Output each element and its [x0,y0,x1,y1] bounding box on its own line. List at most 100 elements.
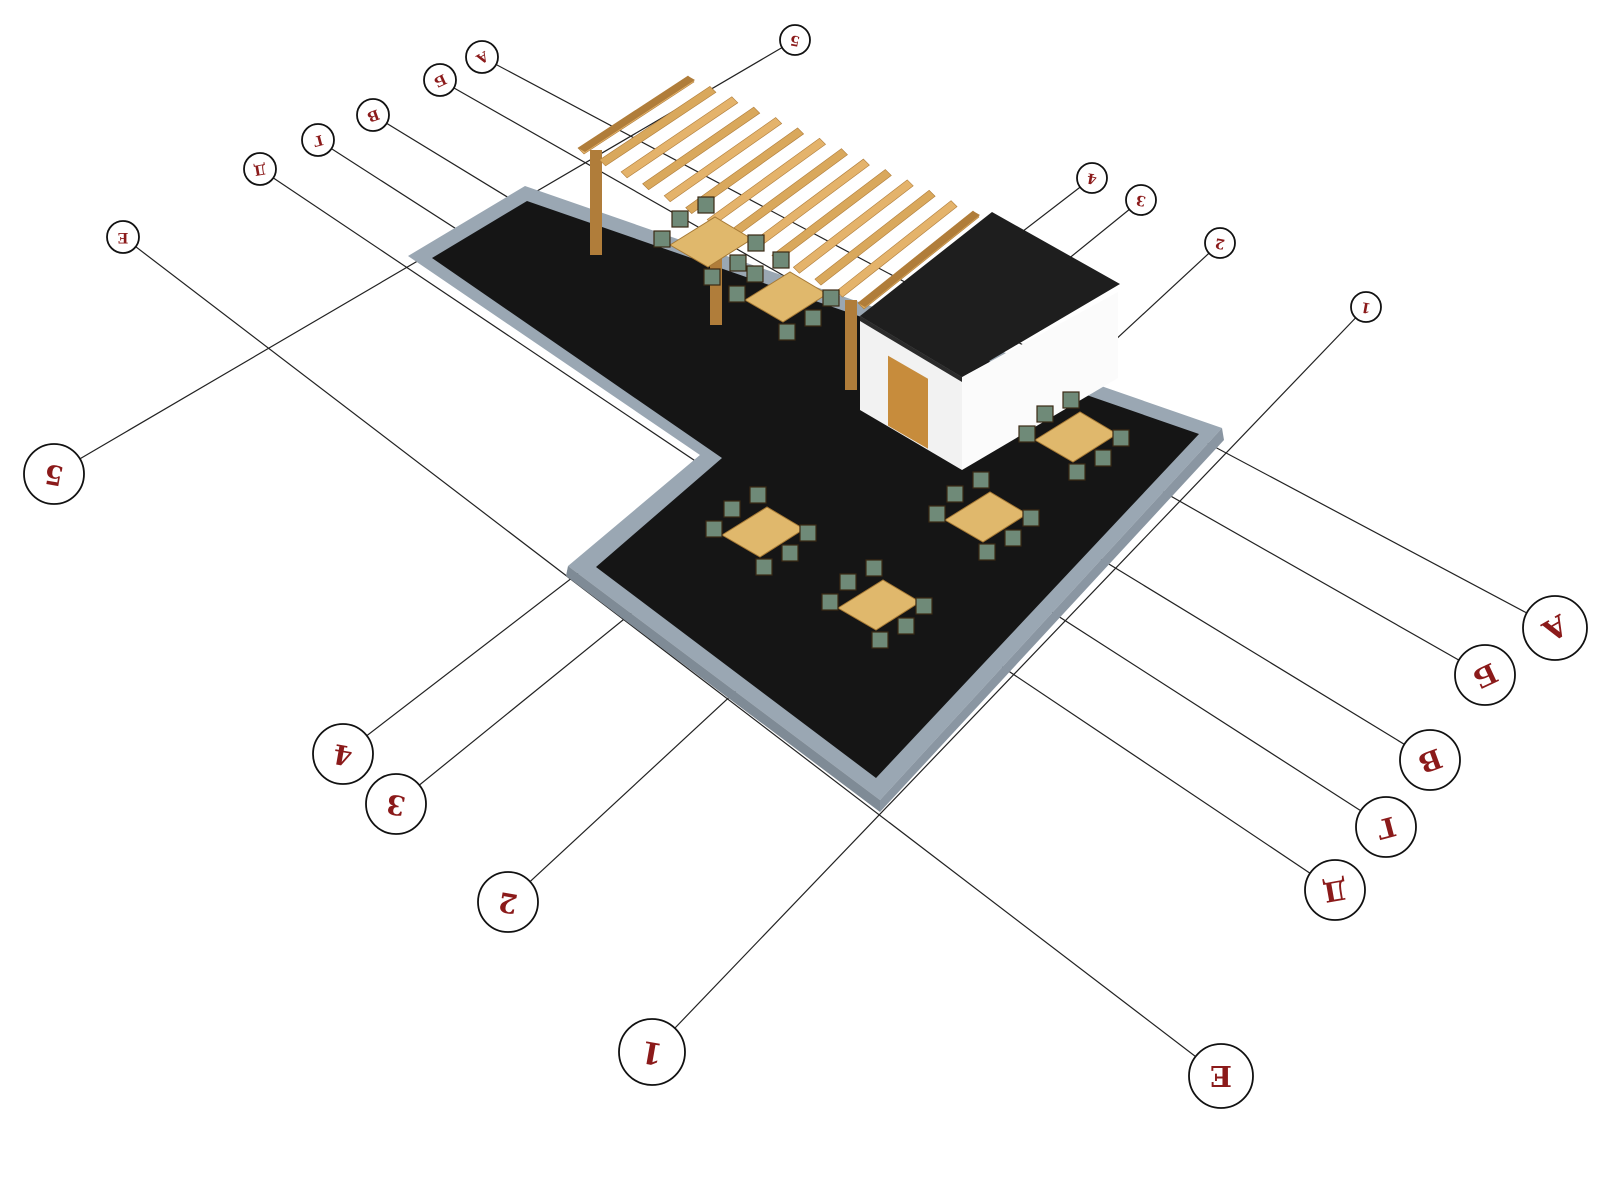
grid-bubble-number-near: 2 [477,871,539,933]
building-block [860,212,1120,470]
pergola-slat [663,117,783,203]
grid-bubble-letter-far-label: Г [311,131,325,149]
table-set [928,471,1040,561]
grid-bubble-number-near-label: 4 [331,737,355,771]
grid-bubble-number-near-circle [23,443,85,505]
grid-bubble-letter-near-circle [1304,859,1366,921]
grid-bubble-number-near: 1 [618,1018,686,1086]
grid-bubble-number-near-circle [365,773,427,835]
chair [781,544,799,562]
chair [671,210,689,228]
terrace-floor [432,201,1199,778]
grid-bubble-number-near: 4 [312,723,374,785]
pergola-beam [578,76,695,152]
chair [978,543,996,561]
grid-bubble-number-far-label: 3 [1135,191,1147,208]
chair [703,268,721,286]
grid-bubble-letter-far-circle [243,152,277,186]
chair [915,597,933,615]
grid-bubble-number-near-circle [618,1018,686,1086]
chair [799,524,817,542]
grid-bubble-letter-near: А [1522,595,1588,661]
grid-bubble-letter-near: Б [1454,644,1516,706]
grid-bubble-letter-far: А [465,40,499,74]
grid-bubble-letter-far-label: Е [118,229,129,245]
grid-bubble-number-near-label: 2 [496,885,520,919]
chair [1036,405,1054,423]
grid-bubble-number-near: 3 [365,773,427,835]
pergola-post [590,150,602,255]
grid-bubble-number-far-label: 5 [789,31,801,48]
chair [749,486,767,504]
chair [839,573,857,591]
chair [697,196,715,214]
grid-bubble-number-far-circle [1350,291,1382,323]
chair [821,593,839,611]
grid-line-letter [122,236,1222,1077]
grid-bubble-letter-near-label: Е [1210,1059,1232,1093]
grid-bubble-number-near-label: 3 [384,787,408,821]
chair [1018,425,1036,443]
grid-bubble-number-far-circle [1125,184,1157,216]
chair [747,234,765,252]
pergola-slat [685,127,805,215]
grid-bubble-letter-near-label: Д [1320,873,1349,908]
grid-bubble-letter-near-circle [1522,595,1588,661]
grid-bubble-number-far: 3 [1125,184,1157,216]
pergola-slat [836,200,958,298]
chair [1094,449,1112,467]
chair [897,617,915,635]
grid-bubble-letter-near-circle [1399,729,1461,791]
grid-bubble-number-near-circle [477,871,539,933]
terrace-slab [408,186,1224,812]
chair [1068,463,1086,481]
grid-bubble-letter-near-circle [1188,1043,1254,1109]
chair [865,559,883,577]
chair [1112,429,1130,447]
chair [723,500,741,518]
chair [972,471,990,489]
grid-bubble-letter-near-circle [1454,644,1516,706]
chair [729,254,747,272]
table-set [728,251,840,341]
chair [871,631,889,649]
grid-bubble-letter-far-circle [106,220,140,254]
grid-bubble-letter-far-circle [465,40,499,74]
table-set [653,196,765,286]
grid-bubble-number-far: 5 [779,24,811,56]
pergola-slat [642,106,761,191]
chair [1062,391,1080,409]
chair [1004,529,1022,547]
chair [728,285,746,303]
grid-bubble-letter-far: Г [301,123,335,157]
grid-bubble-number-far-label: 4 [1086,169,1099,186]
grid-bubble-number-far-label: 2 [1214,234,1226,251]
grid-bubble-letter-far-circle [356,98,390,132]
building-wall-side [962,292,1118,470]
chair [755,558,773,576]
grid-bubble-letter-far: Д [243,152,277,186]
parapet-outer-side-right [880,428,1224,812]
grid-bubble-number-near-label: 5 [42,457,66,491]
grid-bubble-number-far-circle [1076,162,1108,194]
chair [1022,509,1040,527]
grid-bubble-letter-near: Д [1304,859,1366,921]
grid-bubble-number-far: 2 [1204,227,1236,259]
building-roof-edge [860,316,962,382]
building-roof [860,212,1120,377]
grid-bubble-letter-far-label: В [365,105,382,124]
grid-bubble-letter-far: Е [106,220,140,254]
grid-bubble-letter-near: В [1399,729,1461,791]
grid-bubble-number-far-label: 1 [1360,298,1372,315]
furniture-group [653,196,1130,649]
grid-bubble-letter-far: Б [423,63,457,97]
grid-bubble-number-far: 4 [1076,162,1108,194]
grid-bubble-number-near: 5 [23,443,85,505]
chair [778,323,796,341]
grid-bubble-letter-far-label: Д [252,160,267,178]
grid-bubble-number-far: 1 [1350,291,1382,323]
table-set [705,486,817,576]
chair [705,520,723,538]
